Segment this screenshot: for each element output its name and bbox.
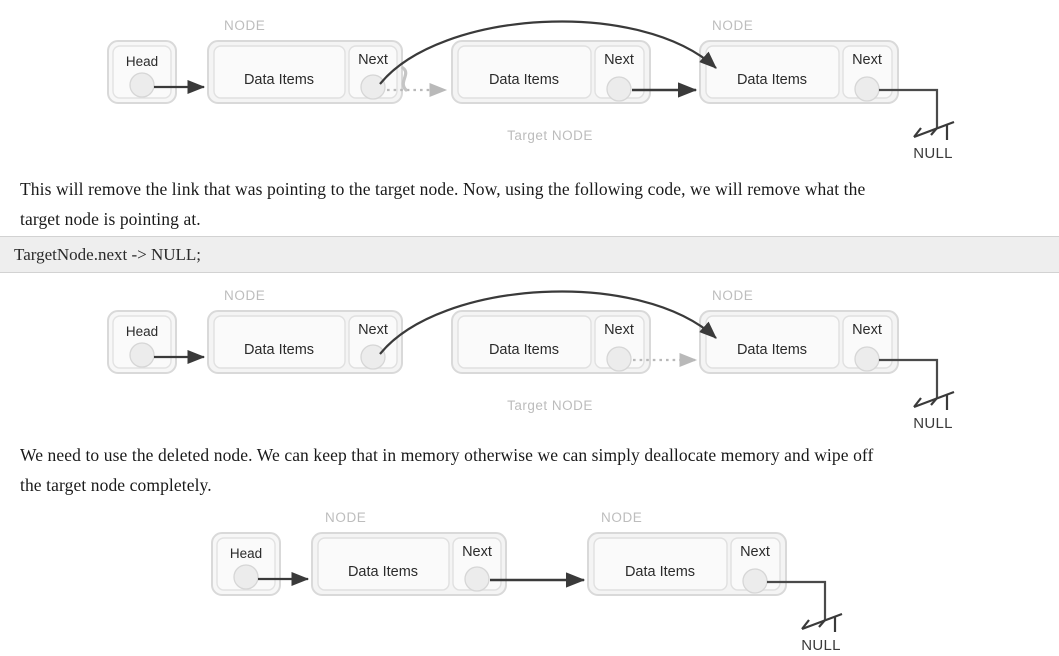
diagram-unlink-prev-pointer: NODE NODE Head Data Items Next Data Item… — [0, 0, 1059, 170]
diagram-after-deletion: NODE NODE Head Data Items Next Data Item… — [0, 500, 1059, 656]
next-pointer-circle — [464, 566, 490, 592]
head-pointer-circle — [129, 72, 155, 98]
head-node: Head — [211, 532, 281, 596]
head-pointer-circle — [129, 342, 155, 368]
next-label: Next — [358, 52, 388, 68]
data-items-label: Data Items — [737, 342, 807, 358]
null-label: NULL — [913, 145, 953, 162]
paragraph-line: target node is pointing at. — [20, 209, 201, 229]
next-label: Next — [604, 322, 634, 338]
node-caption-label: NODE — [712, 288, 753, 303]
diagram-target-next-null: NODE NODE Head Data Items Next Data Item… — [0, 278, 1059, 433]
paragraph-line: This will remove the link that was point… — [20, 179, 866, 199]
data-items-label: Data Items — [348, 564, 418, 580]
next-pointer-circle — [606, 76, 632, 102]
linked-list-node: Data Items Next — [587, 532, 787, 596]
null-terminator-icon — [913, 390, 955, 410]
head-pointer-circle — [233, 564, 259, 590]
next-pointer-circle — [606, 346, 632, 372]
paragraph-line: We need to use the deleted node. We can … — [20, 445, 874, 465]
linked-list-node: Data Items Next — [699, 310, 899, 374]
node-caption-label: NODE — [601, 510, 642, 525]
target-node-caption-label: Target NODE — [507, 398, 593, 413]
linked-list-node: Data Items Next — [207, 40, 403, 104]
target-node: Data Items Next — [451, 310, 651, 374]
head-label: Head — [126, 54, 158, 69]
paragraph-deallocate: We need to use the deleted node. We can … — [20, 440, 1050, 500]
code-text: TargetNode.next -> NULL; — [14, 244, 201, 264]
head-label: Head — [126, 324, 158, 339]
null-label: NULL — [801, 637, 841, 654]
code-block: TargetNode.next -> NULL; — [0, 236, 1059, 273]
paragraph-line: the target node completely. — [20, 475, 212, 495]
next-label: Next — [604, 52, 634, 68]
null-label: NULL — [913, 415, 953, 432]
link-arrow-node1-to-node3-curved — [379, 20, 717, 85]
link-null-elbow — [879, 358, 939, 398]
next-label: Next — [740, 544, 770, 560]
next-pointer-circle — [360, 74, 386, 100]
head-label: Head — [230, 546, 262, 561]
next-pointer-circle — [742, 568, 768, 594]
next-label: Next — [852, 322, 882, 338]
data-items-label: Data Items — [625, 564, 695, 580]
data-items-label: Data Items — [244, 342, 314, 358]
data-items-label: Data Items — [489, 342, 559, 358]
head-node: Head — [107, 310, 177, 374]
node-caption-label: NODE — [325, 510, 366, 525]
next-label: Next — [358, 322, 388, 338]
paragraph-remove-link: This will remove the link that was point… — [20, 174, 1050, 234]
linked-list-node: Data Items Next — [699, 40, 899, 104]
link-null-elbow — [879, 88, 939, 128]
data-items-label: Data Items — [489, 72, 559, 88]
head-node: Head — [107, 40, 177, 104]
linked-list-node: Data Items Next — [207, 310, 403, 374]
data-items-label: Data Items — [244, 72, 314, 88]
node-caption-label: NODE — [712, 18, 753, 33]
next-pointer-circle — [360, 344, 386, 370]
next-pointer-circle — [854, 76, 880, 102]
next-pointer-circle — [854, 346, 880, 372]
null-terminator-icon — [801, 612, 843, 632]
target-node-caption-label: Target NODE — [507, 128, 593, 143]
node-caption-label: NODE — [224, 18, 265, 33]
linked-list-node: Data Items Next — [311, 532, 507, 596]
link-null-elbow — [767, 580, 827, 620]
next-label: Next — [462, 544, 492, 560]
next-label: Next — [852, 52, 882, 68]
data-items-label: Data Items — [737, 72, 807, 88]
null-terminator-icon — [913, 120, 955, 140]
link-arrow-node1-to-node3-curved — [379, 290, 717, 355]
node-caption-label: NODE — [224, 288, 265, 303]
target-node: Data Items Next — [451, 40, 651, 104]
link-cut-squiggle-icon — [401, 66, 408, 92]
